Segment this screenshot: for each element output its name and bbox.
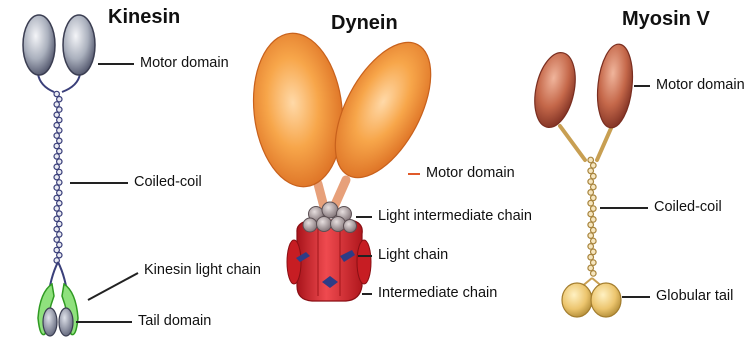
stalk-bead bbox=[54, 102, 59, 107]
stalk-bead bbox=[588, 190, 594, 196]
stalk-bead bbox=[54, 195, 59, 200]
stalk-bead bbox=[57, 97, 62, 102]
stalk-bead bbox=[588, 254, 594, 260]
stalk-bead bbox=[57, 128, 62, 133]
kinesin-coiled-coil-stalk bbox=[54, 91, 62, 263]
myosin-coiled-coil-label: Coiled-coil bbox=[654, 199, 722, 215]
stalk-bead bbox=[591, 184, 597, 190]
stalk-bead bbox=[57, 138, 62, 143]
stalk-bead bbox=[588, 157, 594, 163]
kinesin-coiled-coil-label: Coiled-coil bbox=[134, 174, 202, 190]
kinesin-motor-head-right bbox=[63, 15, 95, 75]
stalk-bead bbox=[57, 117, 62, 122]
stalk-bead bbox=[57, 169, 62, 174]
stalk-bead bbox=[57, 180, 62, 185]
myosin-globular-tail-right bbox=[591, 283, 621, 317]
myosin-v-title: Myosin V bbox=[622, 8, 710, 31]
dynein-light-intermediate-chain-label: Light intermediate chain bbox=[378, 208, 532, 224]
stalk-bead bbox=[57, 190, 62, 195]
kinesin-light-chain-label: Kinesin light chain bbox=[144, 262, 261, 278]
stalk-bead bbox=[57, 221, 62, 226]
stalk-bead bbox=[591, 238, 597, 244]
kinesin-motor-head-left bbox=[23, 15, 55, 75]
stalk-bead bbox=[57, 232, 62, 237]
stalk-bead bbox=[588, 211, 594, 217]
stalk-bead bbox=[588, 233, 594, 239]
kinesin-structure bbox=[23, 15, 138, 336]
stalk-bead bbox=[57, 149, 62, 154]
stalk-bead bbox=[57, 159, 62, 164]
stalk-bead bbox=[54, 133, 59, 138]
stalk-bead bbox=[57, 201, 62, 206]
stalk-bead bbox=[588, 265, 594, 271]
stalk-bead bbox=[54, 112, 59, 117]
myosin-coiled-coil-stalk bbox=[588, 157, 596, 276]
stalk-bead bbox=[54, 175, 59, 180]
stalk-bead bbox=[57, 242, 62, 247]
stalk-bead bbox=[57, 107, 62, 112]
stalk-bead bbox=[591, 249, 597, 255]
kinesin-tail-domain-label: Tail domain bbox=[138, 313, 211, 329]
myosin-lever-left bbox=[560, 126, 585, 160]
stalk-bead bbox=[588, 179, 594, 185]
stalk-bead bbox=[588, 244, 594, 250]
stalk-bead bbox=[54, 91, 59, 96]
kinesin-neck-right bbox=[62, 74, 80, 92]
stalk-bead bbox=[54, 185, 59, 190]
kinesin-tail-domain-left bbox=[43, 308, 57, 336]
kinesin-title: Kinesin bbox=[108, 6, 180, 29]
myosin-motor-head-left bbox=[529, 49, 582, 131]
dynein-lic-ball-2 bbox=[322, 202, 338, 218]
dynein-motor-domain-label: Motor domain bbox=[426, 165, 515, 181]
dynein-motor-head-left bbox=[246, 29, 350, 191]
stalk-bead bbox=[591, 206, 597, 212]
dynein-lic-ball-6 bbox=[331, 217, 346, 232]
myosin-lever-right bbox=[597, 126, 612, 160]
kinesin-motor-domain-label: Motor domain bbox=[140, 55, 229, 71]
stalk-bead bbox=[54, 154, 59, 159]
stalk-bead bbox=[588, 200, 594, 206]
stalk-bead bbox=[591, 217, 597, 223]
myosin-motor-head-right bbox=[594, 42, 637, 129]
dynein-intermediate-chain-label: Intermediate chain bbox=[378, 285, 497, 301]
stalk-bead bbox=[591, 163, 597, 169]
stalk-bead bbox=[54, 216, 59, 221]
myosin-structure bbox=[529, 42, 650, 317]
dynein-lic-ball-4 bbox=[303, 218, 317, 232]
stalk-bead bbox=[588, 222, 594, 228]
stalk-bead bbox=[591, 227, 597, 233]
stalk-bead bbox=[54, 164, 59, 169]
stalk-bead bbox=[54, 123, 59, 128]
dynein-body-flap-left bbox=[287, 240, 301, 284]
stalk-bead bbox=[54, 227, 59, 232]
myosin-motor-domain-label: Motor domain bbox=[656, 77, 745, 93]
dynein-light-chain-label: Light chain bbox=[378, 247, 448, 263]
stalk-bead bbox=[591, 271, 597, 277]
stalk-bead bbox=[54, 237, 59, 242]
kinesin-neck-left bbox=[38, 74, 54, 92]
stalk-bead bbox=[54, 206, 59, 211]
stalk-bead bbox=[54, 143, 59, 148]
myosin-globular-tail-label: Globular tail bbox=[656, 288, 733, 304]
kinesin-tail-domain-right bbox=[59, 308, 73, 336]
stalk-bead bbox=[591, 195, 597, 201]
dynein-lic-ball-7 bbox=[344, 220, 357, 233]
dynein-title: Dynein bbox=[331, 12, 398, 35]
stalk-bead bbox=[591, 260, 597, 266]
dynein-body-flap-right bbox=[357, 240, 371, 284]
dynein-stalk-right bbox=[334, 180, 346, 207]
stalk-bead bbox=[54, 247, 59, 252]
dynein-lic-ball-5 bbox=[317, 217, 332, 232]
stalk-bead bbox=[57, 253, 62, 258]
stalk-bead bbox=[57, 211, 62, 216]
stalk-bead bbox=[591, 173, 597, 179]
kinesin-light-chain-leader bbox=[88, 273, 138, 300]
dynein-stalk-left bbox=[318, 184, 324, 207]
stalk-bead bbox=[588, 168, 594, 174]
myosin-globular-tail-left bbox=[562, 283, 592, 317]
